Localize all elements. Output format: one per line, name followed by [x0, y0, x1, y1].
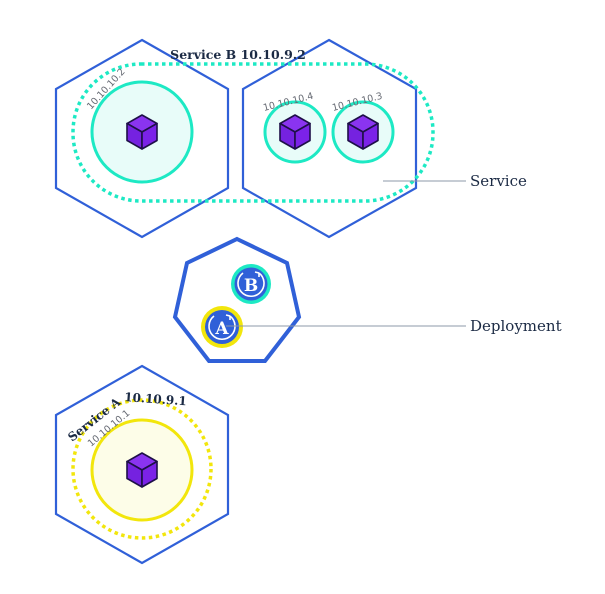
rolling-update-icon: [237, 272, 265, 298]
pod-10-10-10-1[interactable]: [90, 418, 194, 522]
cube-icon: [279, 114, 311, 150]
service-a-label-ip: 10.10.9.1: [124, 390, 187, 408]
service-callout-label: Service: [470, 172, 527, 190]
badge-letter: B: [244, 276, 258, 296]
deployment-callout-label: Deployment: [470, 317, 562, 335]
deployment-badge-b[interactable]: B: [231, 264, 271, 304]
deployment-badge-a[interactable]: A: [201, 306, 243, 348]
cube-icon: [347, 114, 379, 150]
rolling-update-icon: [208, 315, 236, 341]
node-hexagon-3: [54, 364, 230, 565]
service-b-label: Service B 10.10.9.2: [170, 47, 306, 62]
cube-icon: [126, 452, 158, 488]
badge-letter: A: [214, 319, 229, 339]
deployment-heptagon: [172, 236, 302, 363]
node-hexagon-1: [54, 38, 230, 239]
pod-10-10-10-2[interactable]: [90, 80, 194, 184]
service-b-boundary: [71, 62, 435, 203]
cube-icon: [126, 114, 158, 150]
pod-10-10-10-4[interactable]: [263, 100, 327, 164]
service-a-boundary: [71, 398, 213, 540]
pod-10-10-10-3[interactable]: [331, 100, 395, 164]
